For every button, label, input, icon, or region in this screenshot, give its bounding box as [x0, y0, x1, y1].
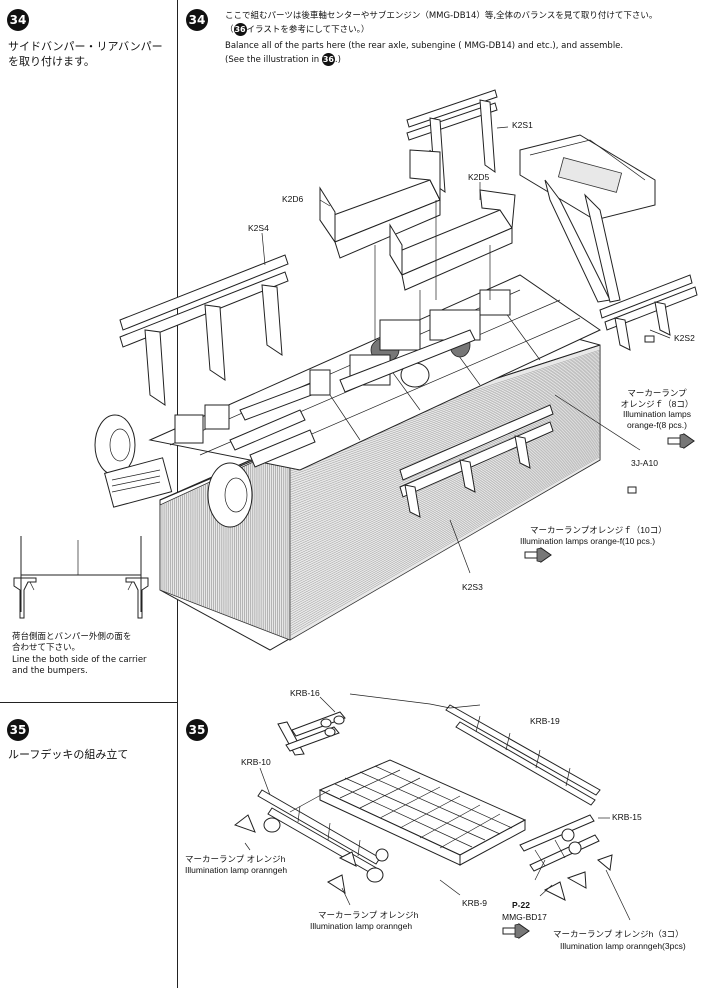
lamp8-jp-line1: マーカーランプ	[627, 388, 687, 398]
part-k2s2	[599, 274, 698, 351]
part-k2s3	[399, 404, 637, 518]
label-krb16: KRB-16	[290, 688, 320, 698]
lamp10-jp: マーカーランプオレンジｆ（10コ）	[530, 525, 667, 535]
label-mmg-bd17: MMG-BD17	[502, 912, 547, 922]
bumper-alignment-diagram	[13, 536, 149, 619]
step-34-jp-line2-wrap: （36イラストを参考にして下さい。）	[225, 23, 370, 36]
sidebar-divider	[0, 702, 177, 703]
step-34-note-en-line1: Line the both side of the carrier	[12, 655, 147, 665]
step-34-en-line2-pre: (See the illustration in	[225, 55, 320, 65]
rear-axle-frame	[519, 134, 656, 303]
lamp-bottom-en: Illumination lamp oranngeh	[310, 921, 413, 931]
engine-axle	[309, 289, 511, 396]
sidebar: 34 サイドバンパー・リアバンパー を取り付けます。 荷台側面とバンパー外側の面…	[0, 0, 178, 988]
part-krb19	[445, 704, 601, 806]
part-krb10	[233, 789, 389, 895]
ref-36-badge: 36	[233, 23, 247, 36]
label-k2s4: K2S4	[248, 223, 269, 233]
step-34-title-line1: サイドバンパー・リアバンパー	[8, 40, 163, 53]
step-34-en-line2-post: .)	[334, 55, 341, 65]
ref-36-badge-en: 36	[321, 53, 335, 66]
lamp-left-jp: マーカーランプ オレンジh	[185, 854, 286, 864]
label-krb15: KRB-15	[612, 812, 642, 822]
lamp-left-en: Illumination lamp oranngeh	[185, 865, 288, 875]
label-krb19: KRB-19	[530, 716, 560, 726]
step-34-jp-line1: ここで組むパーツは後車軸センターやサブエンジン（MMG-DB14）等,全体のバラ…	[225, 11, 658, 21]
step-34-en-line1: Balance all of the parts here (the rear …	[225, 41, 624, 51]
arrow-lamp8	[667, 433, 695, 449]
part-k2d5	[389, 189, 516, 291]
roof-deck	[318, 759, 527, 866]
step-34-badge: 34	[7, 9, 29, 31]
step-34-note-jp-line1: 荷台側面とバンパー外側の面を	[12, 632, 132, 642]
lamp-right-en: Illumination lamp oranngeh(3pcs)	[560, 941, 686, 951]
lamp8-jp-line2: オレンジｆ（8コ）	[620, 399, 694, 409]
label-krb10: KRB-10	[241, 757, 271, 767]
label-3j-a10: 3J-A10	[631, 458, 658, 468]
front-cab-parts	[94, 379, 326, 528]
arrow-lamp10	[524, 547, 552, 563]
step-34-main-badge: 34	[186, 9, 208, 31]
step-34-leader-lines	[261, 126, 671, 574]
step-35-leader-lines	[244, 693, 631, 921]
lamp10-en: Illumination lamps orange-f(10 pcs.)	[520, 536, 656, 546]
step-34-jp-line2: イラストを参考にして下さい。	[246, 25, 361, 35]
step-34-note-en-line2: and the bumpers.	[12, 666, 88, 676]
label-k2s1: K2S1	[512, 120, 533, 130]
label-k2s2: K2S2	[674, 333, 695, 343]
part-krb16	[277, 711, 346, 756]
label-krb9: KRB-9	[462, 898, 488, 908]
lamp8-en-line2: orange-f(8 pcs.)	[627, 420, 687, 430]
lamp-bottom-jp: マーカーランプ オレンジh	[318, 910, 419, 920]
step-34-en-line2-wrap: (See the illustration in 36.)	[225, 53, 341, 66]
step-35-title: ルーフデッキの組み立て	[8, 748, 129, 761]
part-krb15	[519, 814, 613, 901]
label-k2d6: K2D6	[282, 194, 304, 204]
step-35-badge: 35	[7, 719, 29, 741]
step-34-note-jp-line2: 合わせて下さい。	[12, 643, 81, 653]
step-34-title-line2: を取り付けます。	[8, 55, 95, 68]
label-k2d5: K2D5	[468, 172, 490, 182]
label-p22: P-22	[512, 900, 530, 910]
lamp8-en-line1: Illumination lamps	[622, 409, 692, 419]
part-k2d6	[319, 149, 441, 259]
arrow-mmg	[502, 923, 530, 939]
step-35-main-badge: 35	[186, 719, 208, 741]
part-k2s4	[119, 254, 289, 406]
label-k2s3: K2S3	[462, 582, 483, 592]
lamp-right-jp: マーカーランプ オレンジh（3コ）	[553, 929, 684, 939]
